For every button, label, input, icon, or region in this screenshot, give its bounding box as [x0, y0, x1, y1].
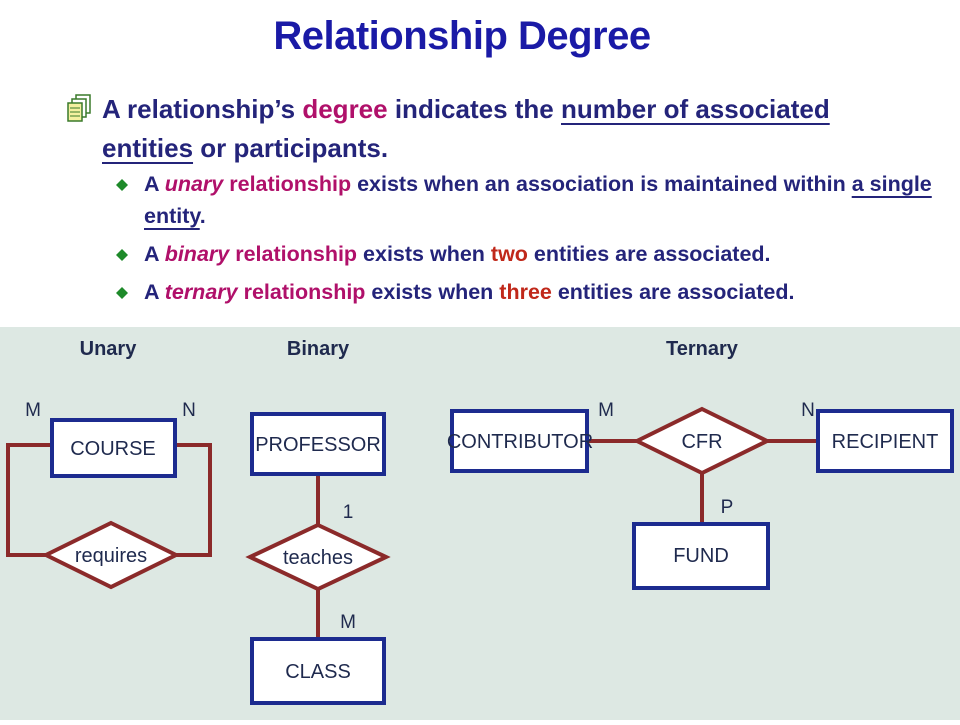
heading-unary: Unary [80, 338, 138, 360]
sub-bullet-ternary: A ternary relationship exists when three… [116, 276, 946, 308]
diamond-bullet-icon [116, 179, 128, 191]
unary-right-line [175, 443, 212, 557]
diamond-bullet-icon [116, 287, 128, 299]
er-diagram-panel: Unary Binary Ternary COURSE requires PRO… [0, 327, 960, 720]
main-text-part: A relationship’s [102, 94, 303, 124]
page-title: Relationship Degree [273, 14, 651, 58]
term-binary: binary [164, 242, 230, 266]
text-part: entities are associated. [551, 280, 795, 304]
connector-lines [6, 439, 818, 639]
label-teaches: teaches [283, 547, 353, 569]
cardinality-unary-m: M [25, 400, 41, 421]
term-relationship: relationship [229, 242, 358, 266]
main-bullet-text: A relationship’s degree indicates the nu… [102, 90, 926, 168]
label-class: CLASS [285, 661, 351, 683]
text-part: exists when an association is maintained… [351, 172, 852, 196]
term-relationship: relationship [237, 280, 366, 304]
text-part: exists when [357, 242, 491, 266]
main-bullet: A relationship’s degree indicates the nu… [66, 90, 926, 168]
entity-fund [632, 522, 770, 590]
text-part: . [199, 204, 206, 228]
cardinality-ternary-m: M [598, 400, 614, 421]
term-three: three [499, 280, 552, 304]
text-part: A [144, 242, 165, 266]
label-recipient: RECIPIENT [832, 431, 939, 453]
main-text-part: or participants. [193, 133, 389, 163]
cardinality-binary-1: 1 [343, 502, 354, 523]
diamond-bullet-icon [116, 249, 128, 261]
relationship-teaches [245, 522, 391, 592]
underlined-phrase: number of associated entities [102, 94, 830, 163]
relationship-requires [41, 520, 181, 590]
cardinality-unary-n: N [182, 400, 196, 421]
stacked-pages-bullet-icon [67, 94, 91, 122]
relationship-diamonds [41, 406, 772, 592]
text-part: entities are associated. [527, 242, 771, 266]
label-requires: requires [75, 545, 147, 567]
label-fund: FUND [673, 545, 729, 567]
heading-ternary: Ternary [666, 338, 739, 360]
cardinality-binary-m: M [340, 612, 356, 633]
label-contributor: CONTRIBUTOR [447, 431, 593, 453]
unary-left-line [6, 443, 52, 557]
main-text-part: indicates the [387, 94, 561, 124]
sub-bullet-binary: A binary relationship exists when two en… [116, 238, 946, 270]
sub-bullet-unary: A unary relationship exists when an asso… [116, 168, 946, 232]
entity-recipient [816, 409, 954, 473]
cardinality-ternary-n: N [801, 400, 815, 421]
sub-bullet-list: A unary relationship exists when an asso… [116, 168, 946, 314]
entity-boxes [50, 409, 954, 705]
label-cfr: CFR [681, 431, 722, 453]
label-professor: PROFESSOR [255, 434, 381, 456]
heading-binary: Binary [287, 338, 350, 360]
entity-course [50, 418, 177, 478]
label-course: COURSE [70, 438, 156, 460]
term-unary: unary [164, 172, 224, 196]
text-part: A [144, 172, 165, 196]
relationship-cfr [632, 406, 772, 476]
text-part: A [144, 280, 165, 304]
term-relationship: relationship [223, 172, 352, 196]
term-two: two [490, 242, 528, 266]
text-part: exists when [365, 280, 500, 304]
er-diagram: Unary Binary Ternary COURSE requires PRO… [6, 338, 954, 705]
underlined-phrase: a single entity [144, 172, 932, 228]
entity-class [250, 637, 386, 705]
term-ternary: ternary [164, 280, 238, 304]
entity-professor [250, 412, 386, 476]
cardinality-ternary-p: P [721, 497, 734, 518]
term-degree: degree [302, 94, 388, 124]
entity-contributor [450, 409, 589, 473]
